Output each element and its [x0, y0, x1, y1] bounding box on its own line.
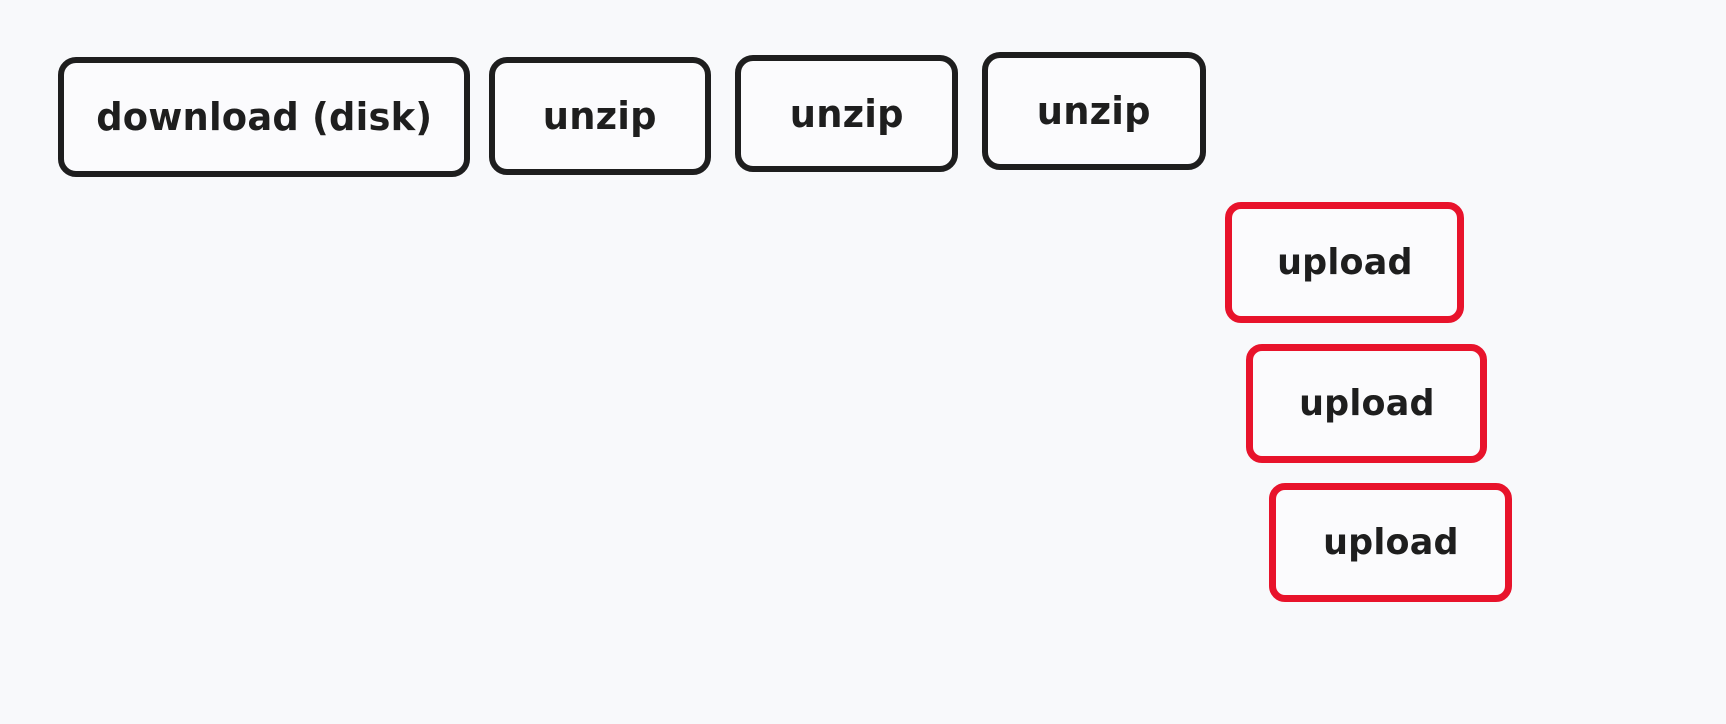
node-label: upload [1322, 521, 1459, 563]
node-upload-3[interactable]: upload [1269, 483, 1512, 602]
node-label: unzip [543, 94, 657, 138]
node-label: unzip [1037, 89, 1151, 133]
node-upload-2[interactable]: upload [1246, 344, 1487, 463]
node-label: download (disk) [95, 95, 433, 139]
node-unzip-1[interactable]: unzip [489, 57, 711, 175]
node-label: upload [1298, 382, 1435, 424]
node-download-disk[interactable]: download (disk) [58, 57, 470, 177]
node-unzip-2[interactable]: unzip [735, 55, 958, 172]
node-label: upload [1276, 241, 1413, 283]
node-unzip-3[interactable]: unzip [982, 52, 1206, 170]
node-upload-1[interactable]: upload [1225, 202, 1464, 323]
node-label: unzip [789, 91, 904, 136]
